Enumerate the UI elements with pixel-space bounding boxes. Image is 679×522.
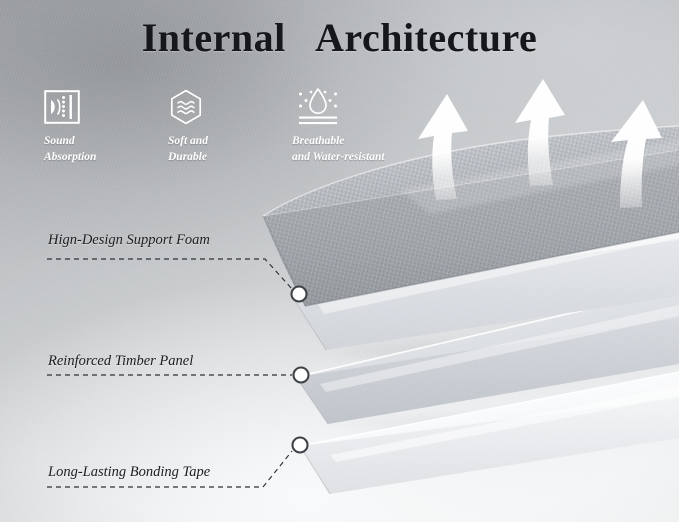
- support-foam-layer: [291, 204, 679, 351]
- feature-label: Breathable and Water-resistant: [292, 135, 385, 163]
- layer-marker-tape: [291, 436, 309, 454]
- feature-item-sound-absorption: Sound Absorption: [44, 88, 144, 165]
- callout-leader-lines: [47, 258, 293, 488]
- timber-panel-layer: [295, 287, 679, 425]
- callout-label: Reinforced Timber Panel: [48, 353, 194, 369]
- feature-item-breathable-water-resistant: Breathable and Water-resistant: [292, 88, 412, 165]
- airflow-arrow-3: [611, 100, 662, 208]
- layer-markers: [290, 285, 310, 454]
- callout-label: Long-Lasting Bonding Tape: [48, 464, 211, 480]
- layer-marker-timber: [292, 366, 310, 384]
- page-title: Internal Architecture: [141, 15, 538, 60]
- feature-label: Soft and Durable: [168, 135, 208, 163]
- soft-durable-hexagon-waves-icon: [168, 88, 268, 126]
- airflow-arrow-1: [418, 94, 468, 200]
- airflow-arrows: [418, 79, 662, 208]
- breathable-water-resistant-droplet-icon: [292, 88, 412, 126]
- callout-label: Hign-Design Support Foam: [48, 232, 210, 248]
- feature-label: Sound Absorption: [44, 135, 97, 163]
- airflow-arrow-2: [515, 79, 565, 186]
- bonding-tape-layer: [299, 371, 679, 495]
- feature-item-soft-durable: Soft and Durable: [168, 88, 268, 165]
- sound-absorption-icon: [44, 88, 144, 126]
- feature-list: Sound Absorption Soft and Durable: [44, 88, 412, 165]
- layer-marker-foam: [290, 285, 308, 303]
